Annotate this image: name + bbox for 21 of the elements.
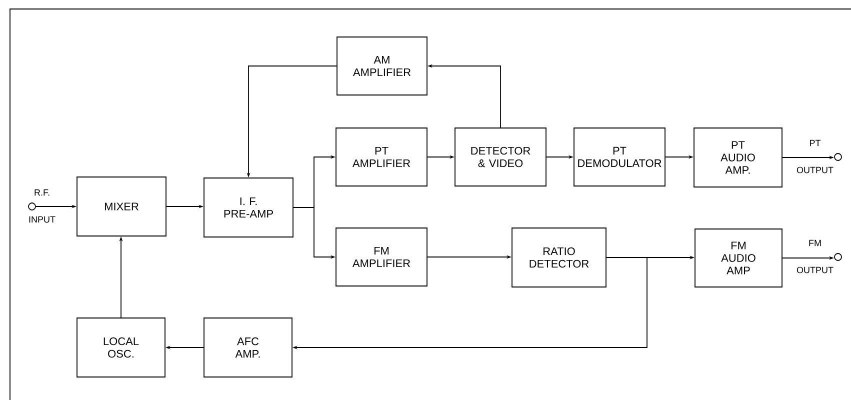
terminal-label: PT bbox=[810, 140, 821, 146]
terminal-label: FM bbox=[809, 240, 821, 246]
block-box: LOCAL OSC. bbox=[76, 318, 166, 378]
block-box: I. F. PRE-AMP bbox=[204, 178, 294, 238]
terminal-circle bbox=[834, 253, 842, 261]
terminal-label: OUTPUT bbox=[796, 166, 834, 174]
block-box: MIXER bbox=[76, 176, 166, 236]
block-box: RATIO DETECTOR bbox=[512, 228, 606, 288]
block-box: AFC AMP. bbox=[204, 318, 292, 378]
terminal-label: R.F. bbox=[34, 189, 50, 196]
block-box: PT AMPLIFIER bbox=[336, 128, 428, 186]
block-box: PT DEMODULATOR bbox=[574, 128, 666, 186]
block-box: FM AUDIO AMP bbox=[694, 228, 782, 288]
terminal-circle bbox=[834, 153, 842, 161]
block-box: PT AUDIO AMP. bbox=[694, 128, 782, 188]
block-box: FM AMPLIFIER bbox=[336, 228, 428, 286]
terminal-circle bbox=[28, 202, 36, 210]
terminal-label: INPUT bbox=[29, 216, 56, 223]
block-box: DETECTOR & VIDEO bbox=[454, 128, 546, 186]
terminal-label: OUTPUT bbox=[796, 266, 834, 274]
block-box: AM AMPLIFIER bbox=[336, 36, 428, 96]
